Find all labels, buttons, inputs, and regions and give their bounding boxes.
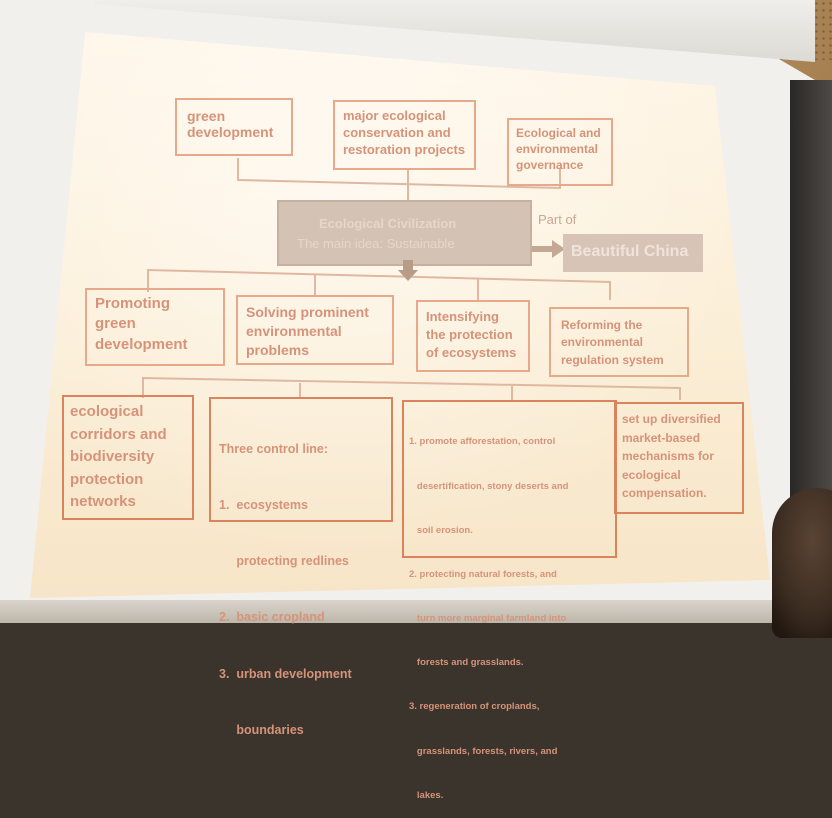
center-title: Ecological Civilization bbox=[319, 216, 457, 231]
box-line: restoration projects bbox=[343, 141, 466, 157]
box-line: Solving prominent bbox=[246, 304, 369, 320]
box-line: Ecological and bbox=[516, 126, 601, 140]
box-title: Three control line: bbox=[219, 441, 329, 456]
box-promoting-green-development: Promoting green development bbox=[85, 288, 225, 366]
arrow-down-icon bbox=[398, 260, 418, 281]
box-line: development bbox=[187, 124, 274, 140]
part-of-label: Part of bbox=[538, 212, 577, 227]
box-line: Promoting bbox=[95, 295, 170, 312]
box-line: market-based bbox=[622, 430, 701, 445]
box-list-item: turn more marginal farmland into bbox=[409, 613, 567, 625]
box-list-item: lakes. bbox=[409, 789, 444, 801]
beautiful-china-label: Beautiful China bbox=[571, 243, 689, 260]
box-line: green bbox=[187, 108, 226, 124]
ecological-civilization-box: Ecological Civilization The main idea: S… bbox=[277, 200, 532, 266]
box-line: biodiversity bbox=[70, 448, 155, 465]
box-line: governance bbox=[516, 158, 584, 173]
beautiful-china-box: Beautiful China bbox=[563, 234, 703, 272]
box-list-item: 2. protecting natural forests, and bbox=[409, 568, 557, 580]
box-market-based-mechanisms: set up diversified market-based mechanis… bbox=[614, 402, 744, 514]
box-ecological-corridors: ecological corridors and biodiversity pr… bbox=[62, 395, 194, 520]
box-line: ecological bbox=[622, 467, 681, 482]
box-line: corridors and bbox=[70, 425, 167, 443]
box-line: mechanisms for bbox=[622, 449, 715, 464]
audience-head bbox=[772, 488, 832, 638]
box-line: environmental bbox=[516, 142, 599, 157]
arrow-right-icon bbox=[532, 240, 565, 258]
box-line: the protection bbox=[426, 327, 513, 343]
box-line: green bbox=[95, 315, 136, 333]
box-line: networks bbox=[70, 493, 136, 510]
box-line: Reforming the bbox=[561, 318, 643, 332]
slide-glow bbox=[30, 32, 770, 598]
box-list-item: 1. promote afforestation, control bbox=[409, 436, 556, 448]
box-list-item: desertification, stony deserts and bbox=[409, 480, 569, 492]
box-list-item: 3. regeneration of croplands, bbox=[409, 701, 540, 713]
box-green-development: green development bbox=[175, 98, 293, 156]
box-solving-environmental-problems: Solving prominent environmental problems bbox=[236, 295, 394, 365]
center-subtitle: The main idea: Sustainable bbox=[297, 236, 455, 251]
box-list-item: 3. urban development bbox=[219, 666, 352, 681]
box-line: conservation and bbox=[343, 124, 451, 140]
box-intensifying-ecosystem-protection: Intensifying the protection of ecosystem… bbox=[416, 300, 530, 372]
box-line: ecological bbox=[70, 403, 144, 420]
box-line: set up diversified bbox=[622, 412, 721, 426]
box-line: regulation system bbox=[561, 352, 664, 367]
box-line: compensation. bbox=[622, 486, 707, 501]
box-list-item: forests and grasslands. bbox=[409, 657, 524, 669]
box-line: major ecological bbox=[343, 108, 446, 123]
box-line: protection bbox=[70, 470, 144, 488]
box-list-item: soil erosion. bbox=[409, 524, 473, 536]
box-list-item: protecting redlines bbox=[219, 554, 349, 568]
box-line: environmental bbox=[246, 322, 342, 339]
box-line: of ecosystems bbox=[426, 345, 517, 361]
connector-lines bbox=[142, 158, 681, 400]
box-line: environmental bbox=[561, 335, 644, 350]
box-three-control-lines: Three control line: 1. ecosystems protec… bbox=[209, 397, 393, 737]
box-ecological-governance: Ecological and environmental governance bbox=[507, 118, 613, 186]
box-list-item: grasslands, forests, rivers, and bbox=[409, 745, 558, 757]
box-list-item: boundaries bbox=[219, 722, 304, 737]
box-major-ecological-conservation: major ecological conservation and restor… bbox=[333, 100, 476, 170]
box-line: development bbox=[95, 335, 188, 353]
box-list-item: 1. ecosystems bbox=[219, 497, 308, 512]
box-line: problems bbox=[246, 341, 310, 358]
box-list-item: 2. basic cropland bbox=[219, 610, 325, 625]
box-line: Intensifying bbox=[426, 309, 499, 324]
box-reforming-regulation-system: Reforming the environmental regulation s… bbox=[549, 307, 689, 377]
screen-frame-bottom bbox=[0, 600, 832, 623]
box-afforestation-measures: 1. promote afforestation, control desert… bbox=[402, 400, 617, 801]
